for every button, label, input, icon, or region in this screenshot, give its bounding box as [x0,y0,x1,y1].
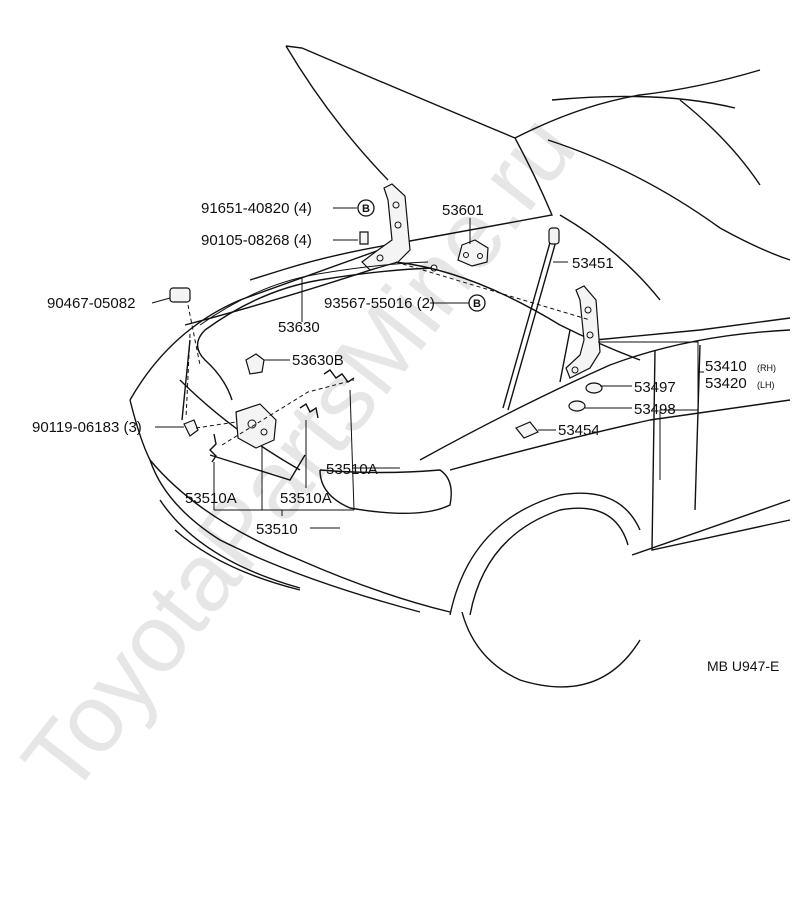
svg-text:B: B [362,203,370,215]
label-53630b: 53630B [292,352,344,369]
label-53510a-right: 53510A [326,461,378,478]
b-marker-top: B [357,199,375,217]
hood-hinge-left [361,183,411,271]
label-53510a-mid: 53510A [280,490,332,507]
cushion-53498 [568,400,586,412]
label-93567-55016: 93567-55016 (2) [324,295,435,312]
b-marker-bottom: B [468,294,486,312]
label-53601: 53601 [442,202,484,219]
label-90119-06183: 90119-06183 (3) [32,419,142,436]
bolt-90119 [183,419,199,437]
cushion-53454 [515,421,539,439]
bracket-53601 [457,239,489,267]
label-53454: 53454 [558,422,600,439]
cushion-53497 [585,382,603,394]
label-91651-40820: 91651-40820 (4) [201,200,312,217]
clip-90467 [169,287,191,303]
hood-hinge-right [565,285,601,379]
label-53497: 53497 [634,379,676,396]
label-53451: 53451 [572,255,614,272]
cable-clamp [245,353,265,375]
svg-text:B: B [473,298,481,310]
label-53510: 53510 [256,521,298,538]
release-cable [196,261,438,401]
hood-lock [235,403,277,449]
label-90105-08268: 90105-08268 (4) [201,232,312,249]
label-53498: 53498 [634,401,676,418]
hood-support-rod [502,227,560,411]
screw-90105 [359,231,369,245]
label-53420-lh: (LH) [757,380,775,390]
label-53410: 53410 [705,358,747,375]
figure-code: MB U947-E [707,658,779,674]
label-53630: 53630 [278,319,320,336]
leader-lines [151,207,704,529]
label-53410-rh: (RH) [757,363,776,373]
label-53420: 53420 [705,375,747,392]
label-90467-05082: 90467-05082 [47,295,135,312]
label-53510a-left: 53510A [185,490,237,507]
